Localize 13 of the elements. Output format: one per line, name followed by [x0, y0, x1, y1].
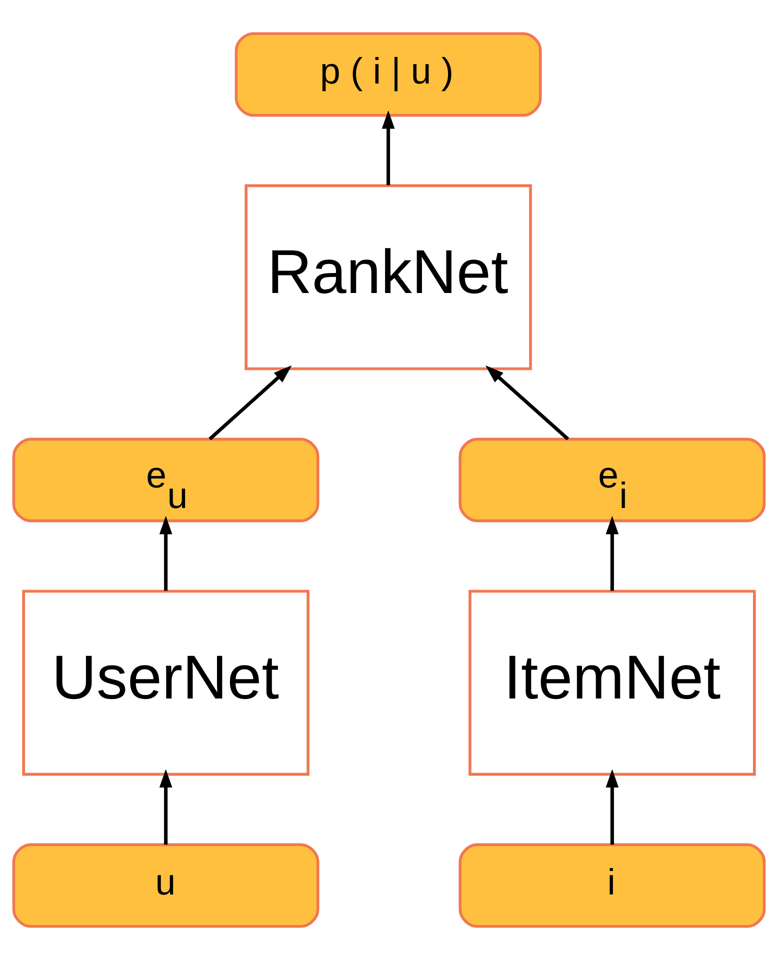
node-box: UserNet: [22, 590, 310, 776]
node-box: u: [12, 843, 320, 928]
arrow: [606, 769, 619, 845]
arrow: [159, 769, 172, 845]
node-box: RankNet: [244, 184, 532, 370]
node-box: p ( i | u ): [234, 32, 542, 117]
arrow: [159, 516, 172, 591]
node-box: i: [458, 843, 766, 928]
arrow: [485, 365, 570, 440]
arrow: [208, 365, 292, 440]
arrow: [382, 110, 395, 186]
node-box: ItemNet: [468, 590, 756, 776]
arrow: [606, 516, 619, 591]
